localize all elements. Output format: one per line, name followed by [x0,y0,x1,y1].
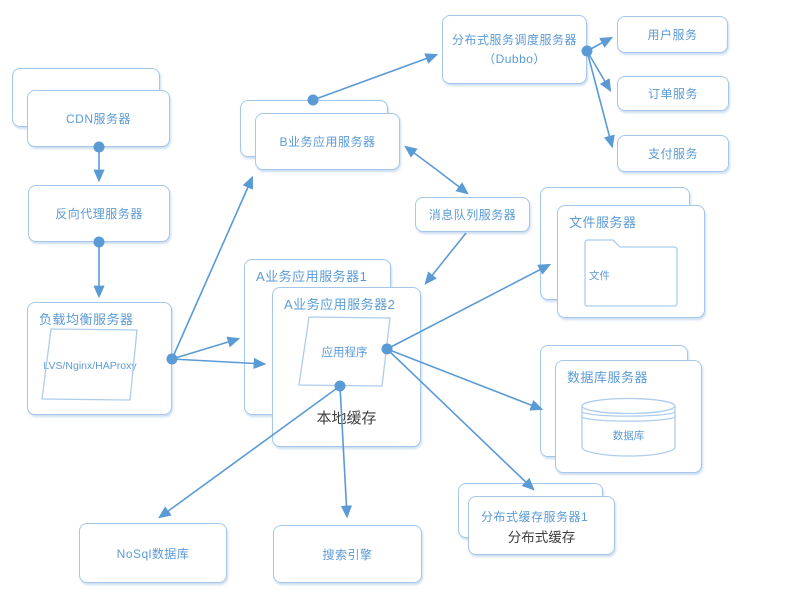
arrow-dubbo-to-order-service [586,50,612,93]
load-balancer-box: 负载均衡服务器 [27,302,172,415]
dist-cache-labels: 分布式缓存服务器1 分布式缓存 [469,497,614,554]
dubbo-label: 分布式服务调度服务器 （Dubbo） [443,16,586,83]
message-queue-box: 消息队列服务器 [415,197,530,232]
user-service-label: 用户服务 [647,28,698,42]
arrow-app-b-to-message-queue [436,169,469,195]
nosql-box: NoSql数据库 [79,523,227,583]
user-service-box: 用户服务 [617,16,728,53]
app-b-label: B业务应用服务器 [279,135,376,149]
dist-cache-label: 分布式缓存服务器1 [481,509,589,524]
load-balancer-inner-label: LVS/Nginx/HAProxy [43,360,137,372]
file-server-label: 文件服务器 [569,215,637,230]
order-service-box: 订单服务 [617,76,729,111]
db-server-label: 数据库服务器 [567,370,649,385]
reverse-proxy-label: 反向代理服务器 [55,207,143,221]
dubbo-label-line2: （Dubbo） [483,51,546,66]
load-balancer-label: 负载均衡服务器 [39,312,134,327]
search-engine-box: 搜索引擎 [273,525,422,583]
cdn-server-box: CDN服务器 [27,90,170,147]
db-server-box: 数据库服务器 [555,360,702,473]
arrow-app-b-to-dubbo [312,53,439,101]
arrow-message-queue-to-app-a2 [424,232,467,285]
reverse-proxy-box: 反向代理服务器 [28,185,170,242]
file-server-box: 文件服务器 [557,205,705,318]
arrow-dubbo-to-payment-service [586,50,615,149]
local-cache-label: 本地缓存 [316,410,377,427]
application-label: 应用程序 [321,347,368,359]
dist-cache-box: 分布式缓存服务器1 分布式缓存 [468,496,615,555]
message-queue-label: 消息队列服务器 [428,208,517,222]
cdn-server-label: CDN服务器 [66,112,131,126]
payment-service-label: 支付服务 [647,147,698,161]
arrow-load-balancer-to-app-a1 [171,336,241,360]
order-service-label: 订单服务 [647,87,698,101]
nosql-label: NoSql数据库 [116,546,190,561]
app-a2-label: A业务应用服务器2 [284,297,396,312]
payment-service-box: 支付服务 [617,135,729,172]
database-label: 数据库 [612,430,645,442]
search-engine-label: 搜索引擎 [322,547,373,562]
dist-cache-sub-label: 分布式缓存 [507,529,576,545]
app-b-box: B业务应用服务器 [255,113,400,170]
file-folder-label: 文件 [589,270,610,282]
dubbo-label-line1: 分布式服务调度服务器 [451,32,577,47]
arrow-load-balancer-to-app-b [171,175,253,360]
arrow-dubbo-to-user-service [586,36,614,52]
dubbo-box: 分布式服务调度服务器 （Dubbo） [442,15,587,84]
arrow-message-queue-to-app-b [404,145,438,171]
app-a1-label: A业务应用服务器1 [256,269,368,284]
